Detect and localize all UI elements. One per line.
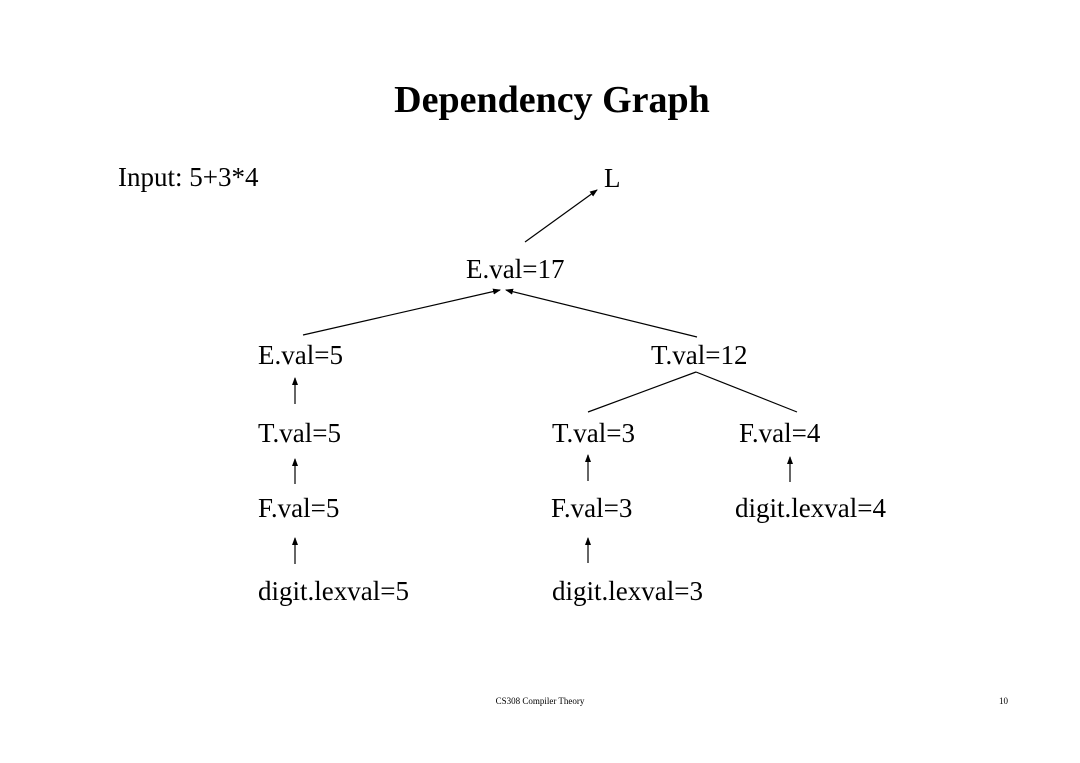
node-t-val-12: T.val=12 xyxy=(651,340,748,370)
slide-title: Dependency Graph xyxy=(394,79,710,121)
edge-t12-to-e17 xyxy=(505,288,698,338)
node-digit-lexval-4: digit.lexval=4 xyxy=(735,493,886,523)
edge-e17-to-L xyxy=(524,189,598,243)
node-e-val-17: E.val=17 xyxy=(466,254,565,284)
page-number: 10 xyxy=(999,696,1008,706)
node-t-val-5: T.val=5 xyxy=(258,418,341,448)
slide-footer: CS308 Compiler Theory xyxy=(495,696,585,706)
node-e-val-5: E.val=5 xyxy=(258,340,343,370)
node-f-val-4: F.val=4 xyxy=(739,418,821,448)
node-f-val-3: F.val=3 xyxy=(551,493,633,523)
node-t-val-3: T.val=3 xyxy=(552,418,635,448)
edge-e5-to-e17 xyxy=(302,288,501,336)
input-expression: Input: 5+3*4 xyxy=(118,162,259,192)
node-f-val-5: F.val=5 xyxy=(258,493,340,523)
node-L: L xyxy=(604,163,621,193)
node-digit-lexval-5: digit.lexval=5 xyxy=(258,576,409,606)
edge-t3-to-t12 xyxy=(587,371,697,413)
edge-f4-to-t12 xyxy=(695,371,798,413)
node-digit-lexval-3: digit.lexval=3 xyxy=(552,576,703,606)
